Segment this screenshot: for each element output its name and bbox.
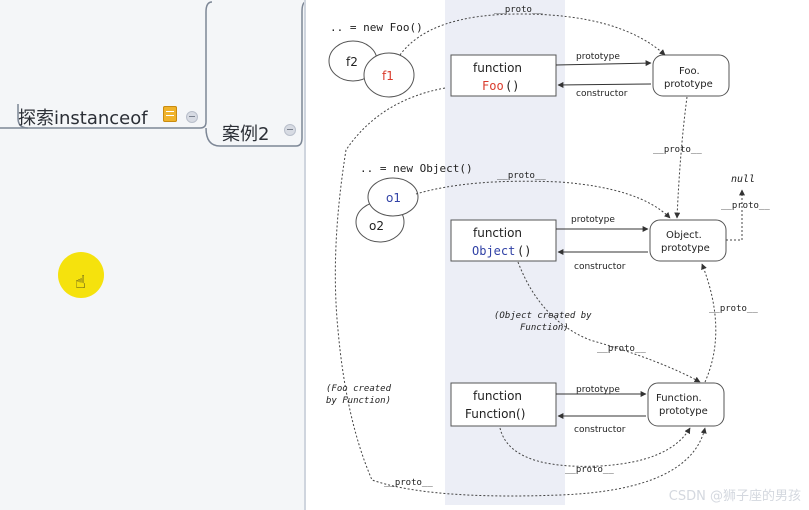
- null-label: null: [731, 174, 755, 185]
- function-foo-parens: (): [505, 79, 519, 93]
- proto-label-o1: __proto__: [497, 171, 546, 181]
- foo-function-proto-arrow: [334, 87, 707, 497]
- object-prototype-label: prototype: [571, 215, 615, 225]
- o1-circle: [367, 177, 419, 217]
- o1-label: o1: [386, 191, 401, 205]
- function-function-proto-arrow: [499, 427, 691, 467]
- function-constructor-label: constructor: [574, 425, 626, 435]
- object-prototype-line1: Object.: [666, 230, 702, 241]
- mindmap-node-explore-instanceof[interactable]: 探索instanceof: [18, 108, 148, 129]
- f1-label: f1: [382, 69, 394, 83]
- hand-cursor-icon: ☝: [75, 272, 86, 293]
- proto-label-object: __proto__: [721, 201, 770, 211]
- object-created-note-1: (Object created by: [494, 311, 592, 321]
- function-proto-object-arrow: [701, 263, 717, 383]
- mindmap-node-case-2[interactable]: 案例2: [222, 124, 270, 145]
- function-prototype-box: [647, 382, 725, 427]
- proto-label-function-right: __proto__: [709, 304, 758, 314]
- foo-prototype-label: prototype: [576, 52, 620, 62]
- proto-label-function-self: __proto__: [565, 465, 614, 475]
- function-prototype-line2: prototype: [659, 406, 708, 417]
- foo-created-note-1: (Foo created: [326, 384, 392, 394]
- collapse-icon[interactable]: [186, 111, 198, 123]
- object-function-proto-arrow: [517, 261, 701, 383]
- function-prototype-label: prototype: [576, 385, 620, 395]
- o1-proto-arrow: [415, 180, 671, 219]
- f1-proto-arrow: [399, 13, 666, 56]
- proto-label-object-function: __proto__: [597, 344, 646, 354]
- function-object-name: Object: [472, 244, 515, 258]
- object-constructor-label: constructor: [574, 262, 626, 272]
- collapse-icon[interactable]: [284, 124, 296, 136]
- foo-constructor-label: constructor: [576, 89, 628, 99]
- watermark: CSDN @狮子座的男孩: [668, 489, 801, 504]
- object-header: .. = new Object(): [360, 162, 473, 175]
- function-object-keyword: function: [473, 226, 522, 240]
- proto-label-top: __proto__: [494, 5, 543, 15]
- function-function-box: [450, 382, 557, 427]
- foo-prototype-box: [652, 54, 730, 97]
- function-function-keyword: function: [473, 389, 522, 403]
- foo-created-note-2: by Function): [326, 396, 391, 406]
- function-object-parens: (): [517, 244, 531, 258]
- proto-label-foo: __proto__: [653, 145, 702, 155]
- function-foo-box: [450, 54, 557, 97]
- foo-prototype-line1: Foo.: [679, 66, 700, 77]
- function-prototype-line1: Function.: [656, 393, 702, 404]
- function-function-name: Function(): [465, 407, 525, 421]
- object-created-note-2: Function): [520, 323, 569, 333]
- object-prototype-line2: prototype: [661, 243, 710, 254]
- o2-label: o2: [369, 219, 384, 233]
- note-icon[interactable]: [163, 106, 177, 122]
- foo-proto-proto-arrow: [674, 96, 688, 219]
- f2-label: f2: [346, 55, 358, 69]
- proto-label-bottom: __proto__: [384, 478, 433, 488]
- function-object-box: [450, 219, 557, 262]
- function-foo-keyword: function: [473, 61, 522, 75]
- f1-circle: [363, 52, 415, 98]
- object-proto-null-arrow: [726, 189, 745, 241]
- foo-prototype-line2: prototype: [664, 79, 713, 90]
- function-foo-name: Foo: [482, 79, 504, 93]
- cursor-highlight: [58, 252, 104, 298]
- foo-header: .. = new Foo(): [330, 21, 423, 34]
